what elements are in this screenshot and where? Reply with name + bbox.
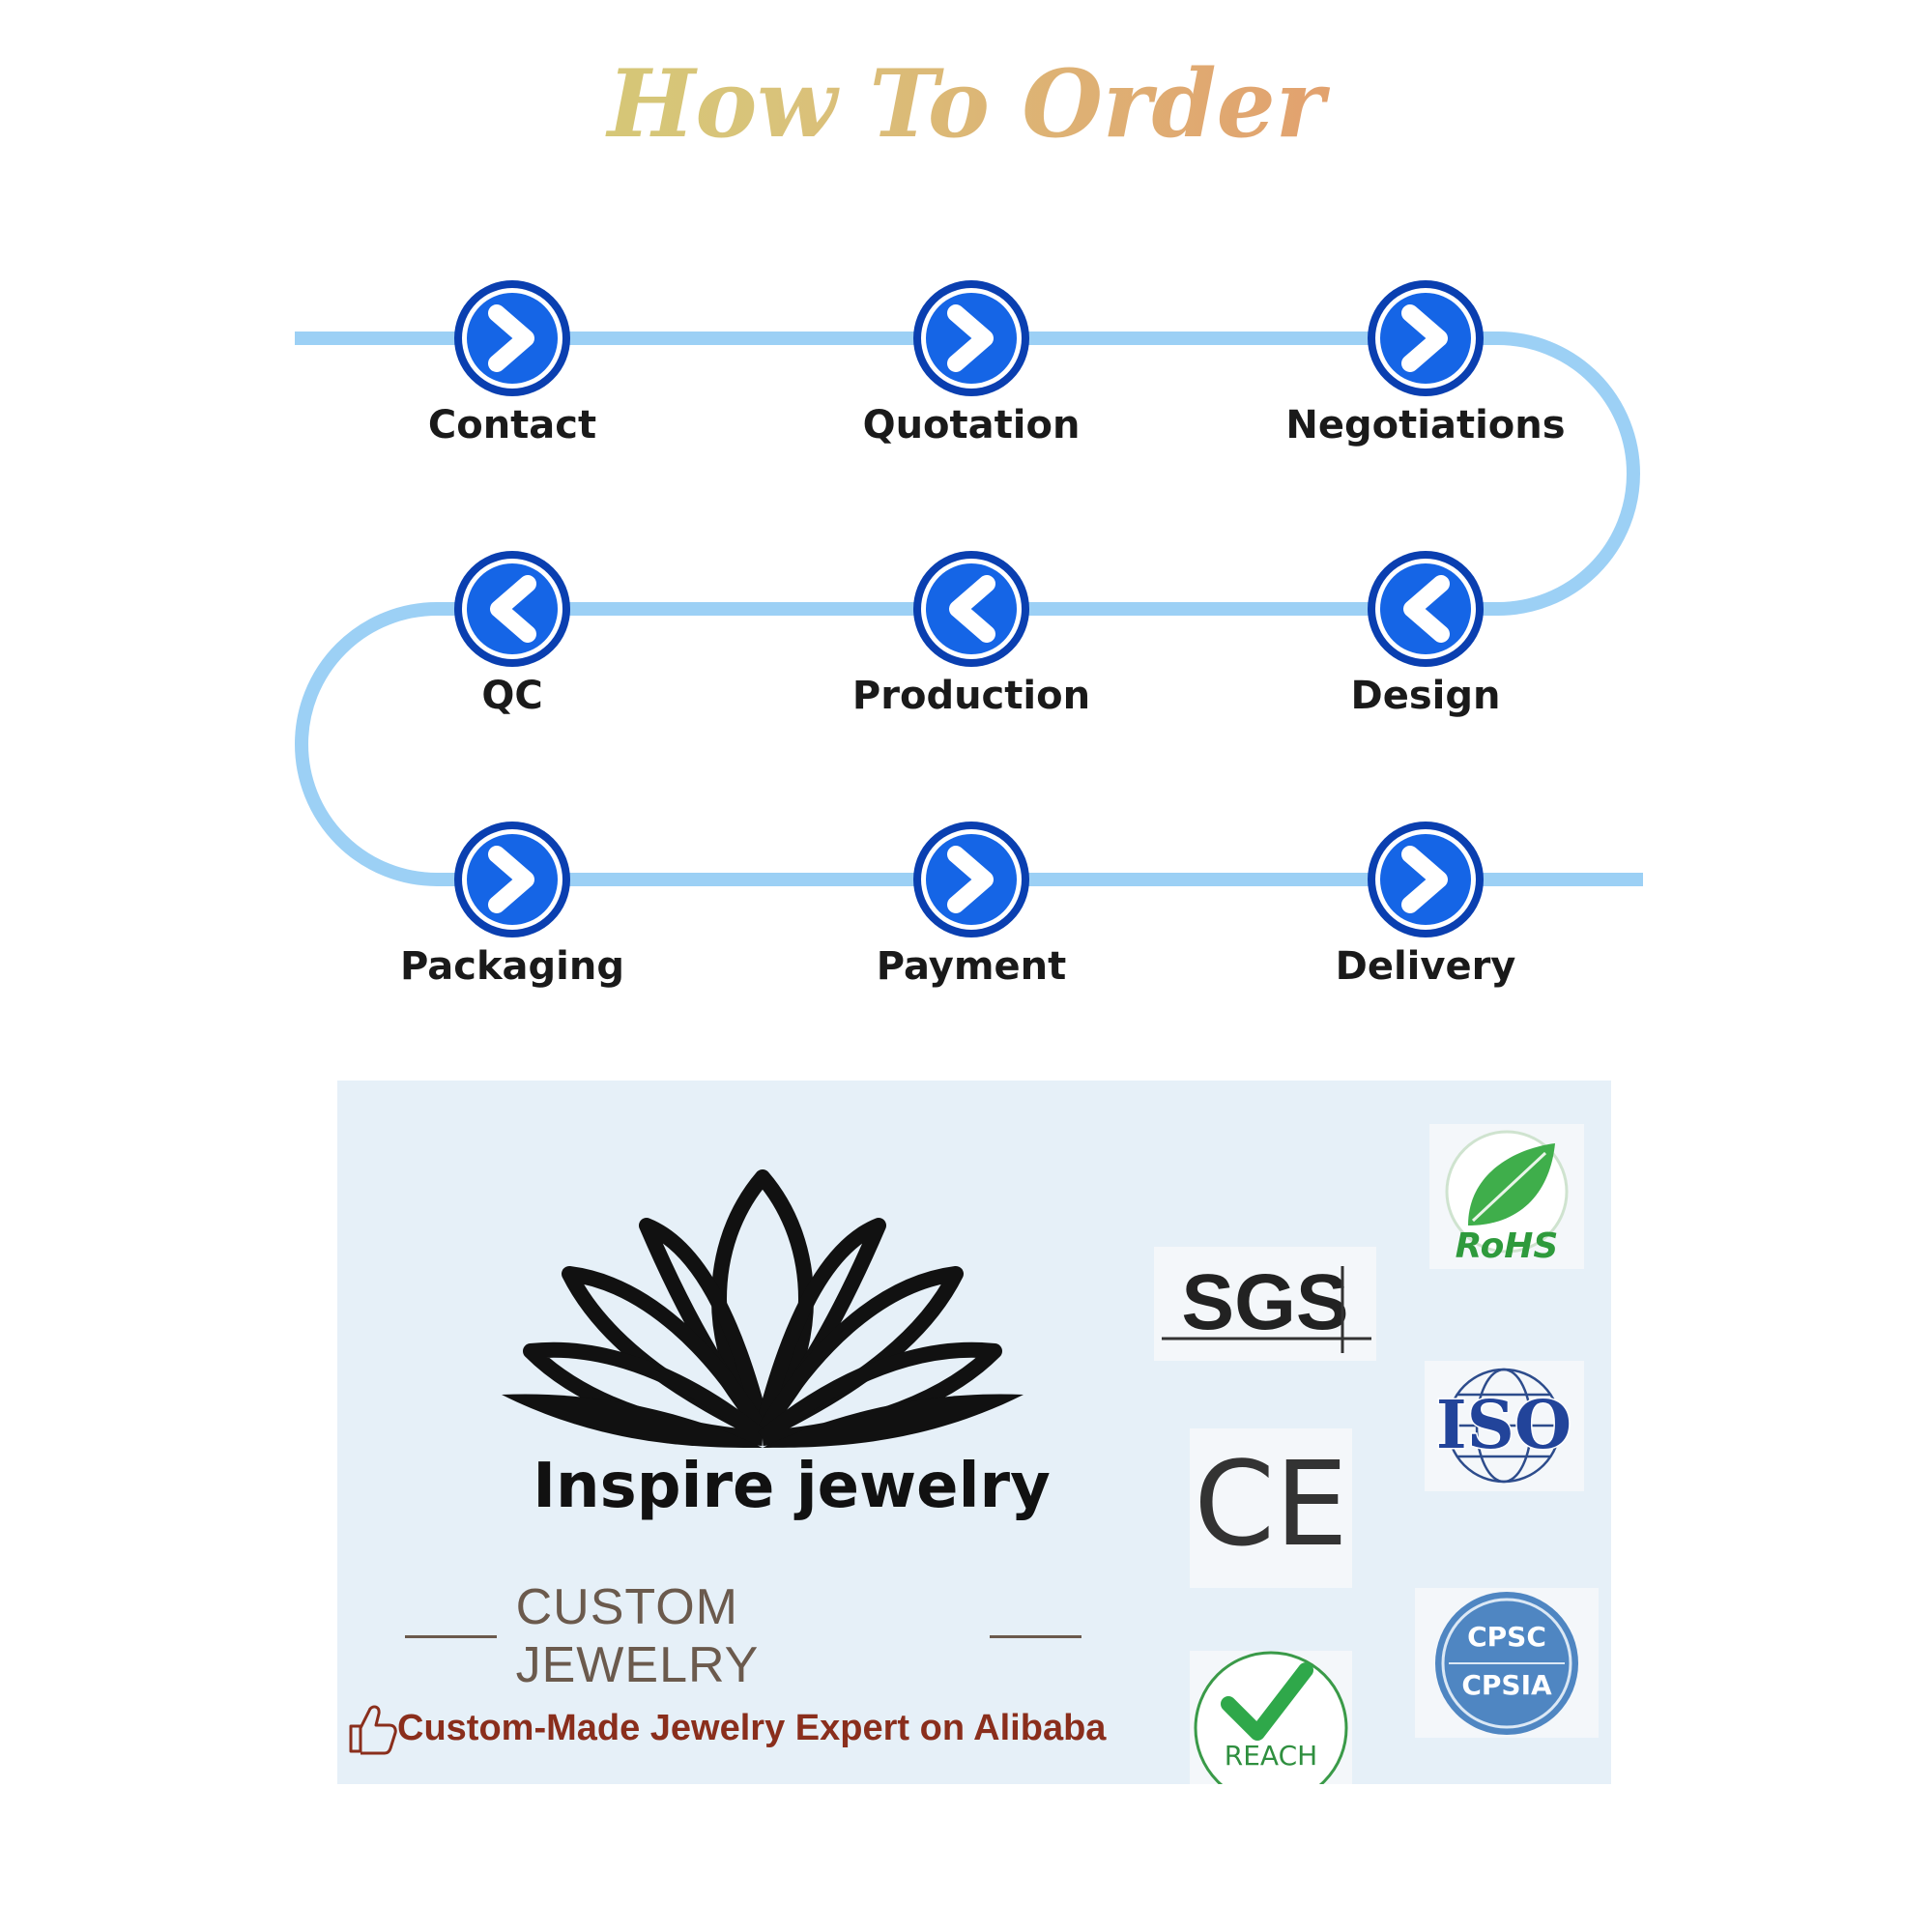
reach-badge: REACH bbox=[1190, 1651, 1352, 1784]
step-label-design: Design bbox=[1350, 674, 1501, 718]
step-label-payment: Payment bbox=[876, 944, 1067, 989]
step-label-quotation: Quotation bbox=[862, 403, 1081, 447]
order-process-flow bbox=[295, 280, 1643, 937]
step-node-quotation bbox=[913, 280, 1029, 396]
step-node-negotiations bbox=[1368, 280, 1484, 396]
iso-badge: ISO bbox=[1425, 1361, 1584, 1491]
page-title: How To Order bbox=[0, 46, 1932, 162]
thumbs-up-icon bbox=[349, 1705, 397, 1755]
chevron-right-icon bbox=[488, 304, 534, 372]
svg-text:REACH: REACH bbox=[1225, 1740, 1317, 1772]
step-node-payment bbox=[913, 822, 1029, 937]
check-icon bbox=[1221, 1662, 1313, 1741]
svg-text:CPSIA: CPSIA bbox=[1461, 1669, 1552, 1701]
svg-text:CE: CE bbox=[1194, 1438, 1348, 1572]
tagline-rule-right bbox=[990, 1634, 1081, 1638]
cpsc-badge: CPSC CPSIA bbox=[1415, 1588, 1599, 1738]
brand-tagline: CUSTOM JEWELRY bbox=[386, 1579, 1101, 1693]
brand-name: Inspire jewelry bbox=[533, 1451, 1051, 1522]
step-node-contact bbox=[454, 280, 570, 396]
rohs-badge: RoHS bbox=[1429, 1124, 1584, 1269]
svg-text:CPSC: CPSC bbox=[1467, 1621, 1546, 1653]
chevron-right-icon bbox=[1401, 304, 1448, 372]
chevron-left-icon bbox=[490, 575, 536, 643]
step-label-packaging: Packaging bbox=[400, 944, 624, 989]
tagline-rule-left bbox=[405, 1634, 497, 1638]
step-node-delivery bbox=[1368, 822, 1484, 937]
step-label-contact: Contact bbox=[427, 403, 597, 447]
lotus-icon bbox=[502, 1169, 1024, 1448]
ce-badge: CE bbox=[1190, 1428, 1352, 1588]
step-node-packaging bbox=[454, 822, 570, 937]
svg-text:RoHS: RoHS bbox=[1456, 1226, 1559, 1266]
tagline-text: CUSTOM JEWELRY bbox=[515, 1579, 760, 1693]
expert-line: Custom-Made Jewelry Expert on Alibaba bbox=[347, 1699, 1106, 1757]
step-node-design bbox=[1368, 551, 1484, 667]
chevron-right-icon bbox=[947, 304, 994, 372]
step-node-qc bbox=[454, 551, 570, 667]
svg-text:SGS: SGS bbox=[1181, 1258, 1348, 1346]
chevron-left-icon bbox=[949, 575, 995, 643]
step-label-production: Production bbox=[851, 674, 1091, 718]
expert-text: Custom-Made Jewelry Expert on Alibaba bbox=[397, 1707, 1107, 1748]
chevron-right-icon bbox=[1401, 846, 1448, 913]
step-label-delivery: Delivery bbox=[1335, 944, 1516, 989]
brand-panel: Inspire jewelry CUSTOM JEWELRY Custom-Ma… bbox=[337, 1081, 1611, 1784]
sgs-badge: SGS bbox=[1154, 1247, 1376, 1361]
svg-text:ISO: ISO bbox=[1436, 1387, 1572, 1464]
chevron-right-icon bbox=[947, 846, 994, 913]
step-node-production bbox=[913, 551, 1029, 667]
step-label-negotiations: Negotiations bbox=[1285, 403, 1566, 447]
chevron-left-icon bbox=[1403, 575, 1450, 643]
step-label-qc: QC bbox=[481, 674, 543, 718]
chevron-right-icon bbox=[488, 846, 534, 913]
